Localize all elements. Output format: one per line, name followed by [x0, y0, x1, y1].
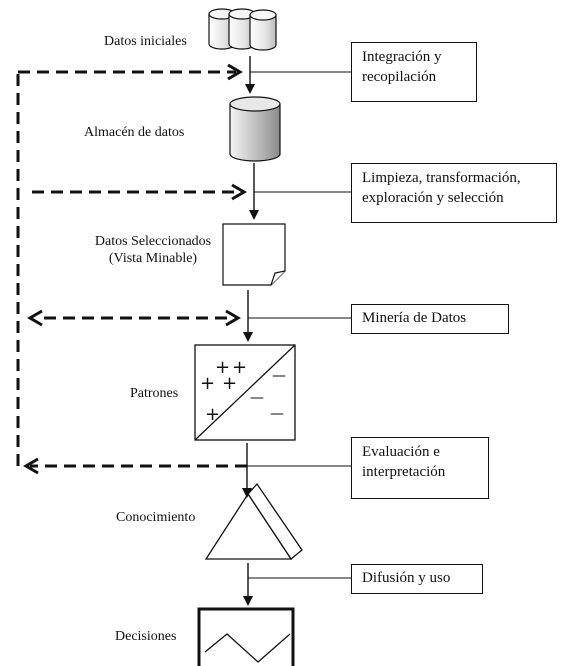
- label-knowledge: Conocimiento: [116, 510, 196, 525]
- step-diffusion-label: Difusión y uso: [362, 570, 451, 586]
- plus-sign: +: [215, 357, 230, 378]
- minus-sign: —: [250, 390, 264, 406]
- arrowhead: [227, 63, 243, 81]
- step-cleaning-line2: exploración y selección: [362, 190, 504, 206]
- patterns-icon: + + + + + — — —: [194, 344, 296, 441]
- decisions-box-icon: [197, 607, 295, 666]
- label-selected-data-line1: Datos Seleccionados: [94, 234, 212, 249]
- arrowhead: [27, 309, 43, 327]
- knowledge-prism-icon: [204, 482, 303, 560]
- arrowhead: [23, 457, 39, 475]
- main-flow: [242, 56, 259, 606]
- data-warehouse-icon: [229, 96, 281, 162]
- initial-data-icon: [208, 8, 277, 51]
- cylinder-icon: [249, 9, 277, 51]
- step-connectors: [247, 71, 351, 579]
- step-box-mining: Minería de Datos: [351, 304, 509, 334]
- step-box-evaluation: Evaluación e interpretación: [351, 437, 489, 499]
- feedback-loop: [16, 70, 247, 468]
- feedback-arrowheads: [23, 63, 247, 475]
- step-box-cleaning: Limpieza, transformación, exploración y …: [351, 163, 557, 223]
- label-data-warehouse: Almacén de datos: [84, 125, 185, 140]
- cylinder-icon: [228, 8, 256, 50]
- step-integration-line1: Integración y: [362, 49, 442, 65]
- plus-sign: +: [232, 357, 247, 378]
- plus-sign: +: [205, 404, 220, 425]
- label-decisions: Decisiones: [115, 629, 177, 644]
- label-selected-data-line2: (Vista Minable): [108, 251, 198, 266]
- step-integration-line2: recopilación: [362, 69, 437, 85]
- arrowhead: [231, 183, 247, 201]
- label-patterns: Patrones: [130, 386, 179, 401]
- plus-sign: +: [200, 373, 215, 394]
- step-box-integration: Integración y recopilación: [351, 42, 477, 102]
- plus-sign: +: [222, 373, 237, 394]
- label-selected-data: Datos Seleccionados (Vista Minable): [87, 233, 219, 267]
- document-icon: [222, 223, 286, 286]
- step-mining-label: Minería de Datos: [362, 310, 467, 326]
- step-evaluation-line2: interpretación: [362, 464, 446, 480]
- label-initial-data: Datos iniciales: [104, 34, 187, 49]
- arrowhead: [225, 309, 241, 327]
- step-evaluation-line1: Evaluación e: [362, 444, 440, 460]
- minus-sign: —: [272, 368, 286, 384]
- step-box-diffusion: Difusión y uso: [351, 564, 483, 594]
- minus-sign: —: [270, 406, 284, 422]
- step-cleaning-line1: Limpieza, transformación,: [362, 170, 521, 186]
